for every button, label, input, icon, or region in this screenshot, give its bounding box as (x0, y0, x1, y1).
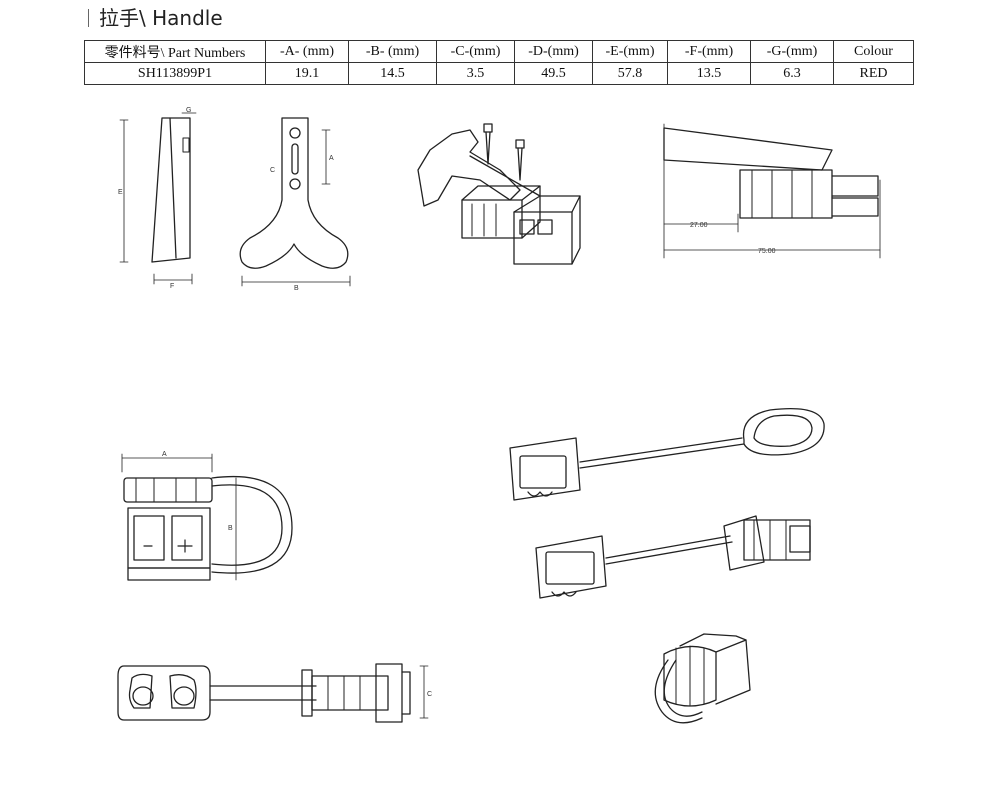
dim-label-c: C (270, 167, 275, 174)
exploded-isometric-view (417, 123, 581, 265)
col-a: -A- (mm) (265, 40, 349, 63)
cap-connector-tether-view (535, 515, 811, 599)
col-part-numbers: 零件料号\ Part Numbers (84, 40, 266, 63)
spec-header-row: 零件料号\ Part Numbers -A- (mm) -B- (mm) -C-… (84, 40, 914, 63)
col-g: -G-(mm) (750, 40, 834, 63)
dim-label-b: B (294, 285, 299, 292)
isometric-u-handle-view (654, 633, 751, 724)
dim-75: 75.00 (758, 248, 776, 255)
col-colour: Colour (833, 40, 914, 63)
dim-27: 27.00 (690, 222, 708, 229)
col-e: -E-(mm) (592, 40, 668, 63)
col-d: -D-(mm) (514, 40, 593, 63)
spec-table: 零件料号\ Part Numbers -A- (mm) -B- (mm) -C-… (84, 40, 914, 85)
cell-c: 3.5 (436, 62, 515, 85)
cell-a: 19.1 (265, 62, 349, 85)
cell-d: 49.5 (514, 62, 593, 85)
cell-part-number: SH113899P1 (84, 62, 266, 85)
title-divider (88, 9, 89, 27)
long-side-view: 27.00 75.00 (663, 123, 881, 259)
dim-label-c-2: C (427, 691, 432, 698)
table-row: SH113899P1 19.1 14.5 3.5 49.5 57.8 13.5 … (84, 62, 914, 85)
page-title: 拉手\ Handle (88, 2, 223, 31)
connector-u-handle-view: A B (121, 451, 293, 581)
dim-label-e: E (118, 189, 123, 196)
cap-tether-view (509, 407, 825, 501)
dim-label-a-2: A (162, 451, 167, 458)
col-b: -B- (mm) (348, 40, 437, 63)
handle-front-view: A B C (239, 117, 351, 292)
dim-label-g: G (186, 107, 191, 114)
handle-side-view: E F G (118, 107, 197, 290)
dim-label-a: A (329, 155, 334, 162)
col-f: -F-(mm) (667, 40, 751, 63)
dim-label-b-2: B (228, 525, 233, 532)
title-text: 拉手\ Handle (99, 6, 223, 30)
cell-colour: RED (833, 62, 914, 85)
bottom-plan-views: C (117, 663, 432, 723)
dim-label-f: F (170, 283, 174, 290)
